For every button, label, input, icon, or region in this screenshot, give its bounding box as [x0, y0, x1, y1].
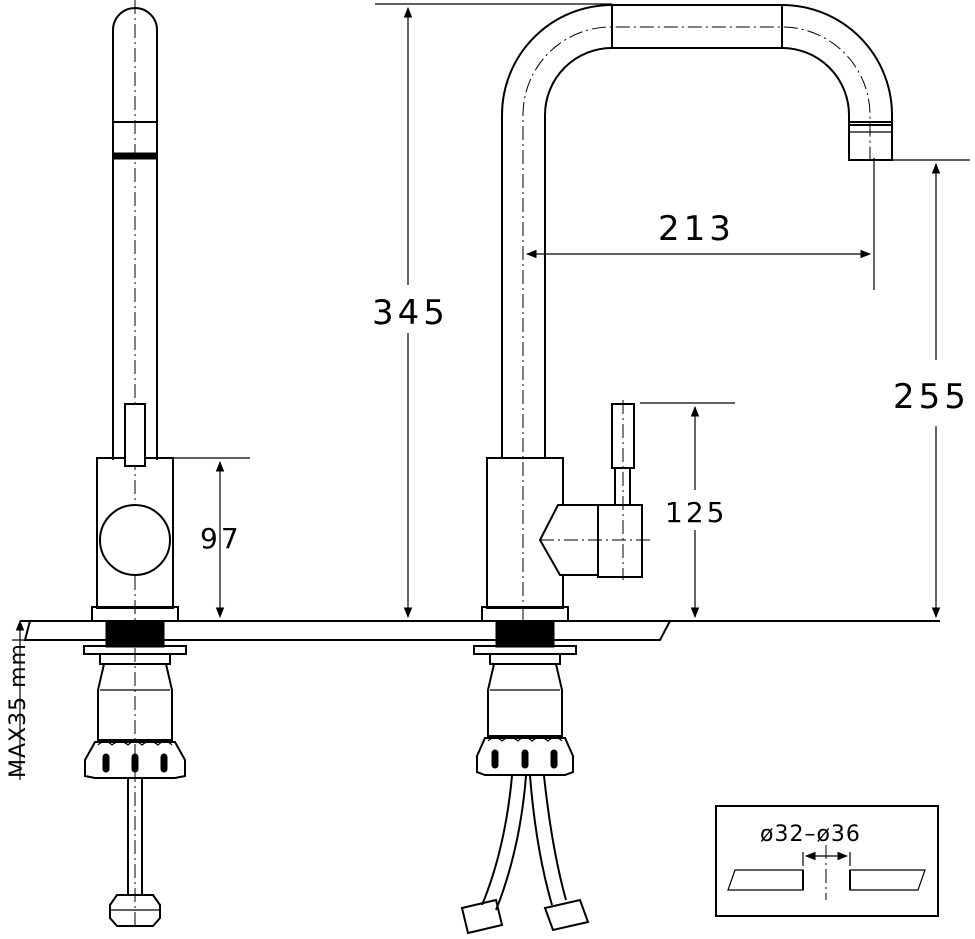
spout-reach-label: 213	[658, 209, 735, 249]
handle-height-label: 125	[665, 496, 727, 529]
overall-height-dimension: 345	[365, 3, 612, 619]
deck-thickness-dimension: MAX35 mm	[6, 619, 31, 780]
faucet-side-view	[83, 0, 187, 930]
spout-outlet-height-dimension: 255	[874, 159, 975, 619]
body-height-dimension: 97	[173, 457, 250, 619]
body-height-label: 97	[200, 522, 242, 555]
spout-outlet-height-label: 255	[893, 377, 970, 417]
deck-thickness-label: MAX35 mm	[6, 643, 31, 778]
spout-reach-dimension: 213	[525, 158, 875, 290]
mounting-hole-inset: ø32–ø36	[715, 805, 939, 917]
overall-height-label: 345	[372, 293, 449, 333]
handle-height-dimension: 125	[640, 402, 735, 619]
faucet-front-view	[460, 4, 893, 935]
hole-diameter-label: ø32–ø36	[760, 822, 861, 847]
